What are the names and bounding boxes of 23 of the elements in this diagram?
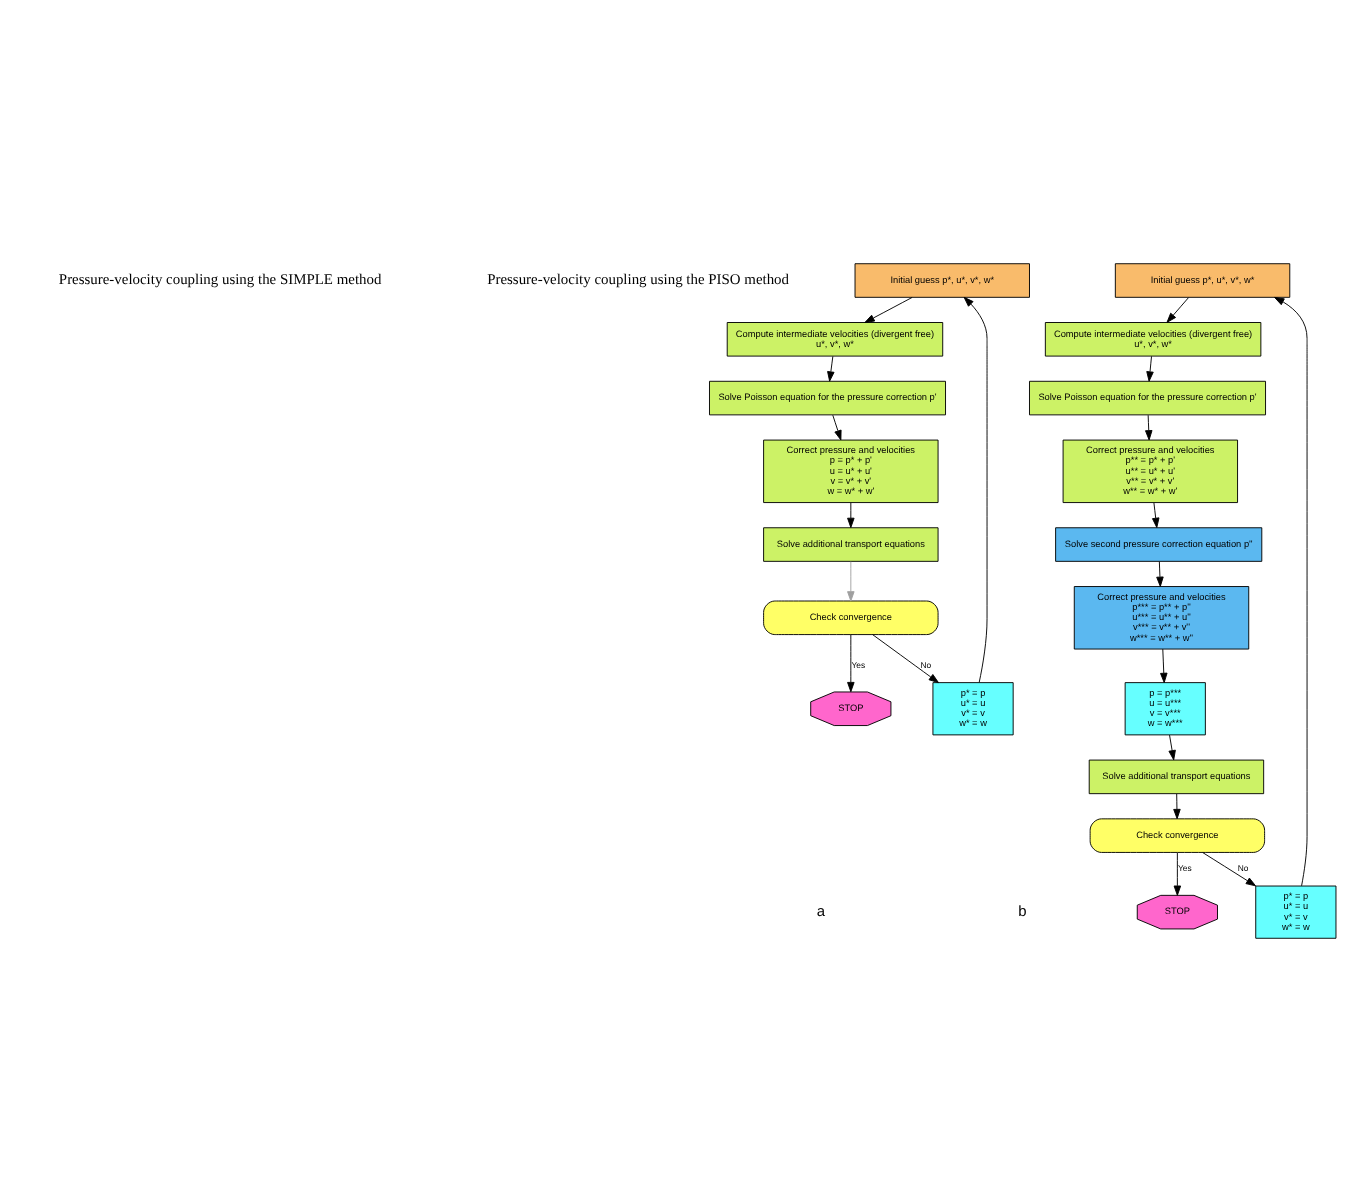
arrow: [832, 413, 842, 440]
arrow: [1173, 851, 1182, 895]
arrow: [1145, 413, 1153, 440]
arrow: [1160, 647, 1168, 683]
arrow: [1166, 296, 1189, 322]
label: a: [816, 900, 826, 919]
arrow: [1168, 733, 1176, 760]
arrow: [963, 295, 988, 682]
arrow: [847, 501, 855, 527]
label: b: [1018, 900, 1027, 919]
arrow: [847, 633, 855, 692]
arrow: [864, 296, 913, 322]
arrow: [1156, 560, 1164, 586]
arrow: [1202, 851, 1257, 886]
label: Pressure-velocity coupling using the PISO method: [487, 269, 790, 288]
arrow: [827, 354, 835, 381]
arrow: [872, 633, 939, 683]
arrow: [1274, 295, 1308, 886]
arrow: [847, 560, 855, 601]
arrow: [1152, 501, 1160, 527]
label: Pressure-velocity coupling using the SIMPLE method: [58, 269, 382, 288]
arrow: [1173, 792, 1181, 819]
arrow: [1146, 354, 1154, 381]
